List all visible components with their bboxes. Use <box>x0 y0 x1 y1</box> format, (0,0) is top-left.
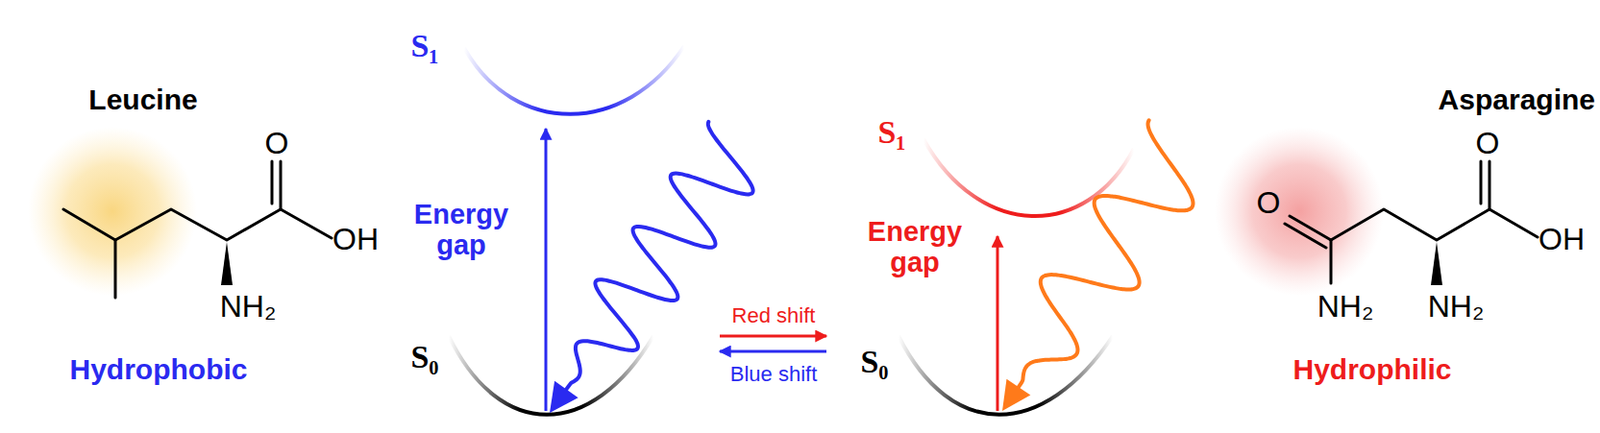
bond <box>279 161 283 210</box>
atom-label: NH₂ <box>1317 290 1375 324</box>
energy-gap-label: Energy gap <box>857 217 973 279</box>
shift-label: Blue shift <box>730 363 818 387</box>
property-label: Hydrophobic <box>70 353 248 386</box>
energy-gap-label: Energy gap <box>403 199 519 262</box>
atom-label: O <box>1256 186 1281 221</box>
atom-label: O <box>265 126 290 161</box>
absorption-arrow <box>544 128 548 412</box>
bond <box>1284 223 1327 248</box>
state-label: S₀ <box>410 339 439 375</box>
atom-label: O <box>1476 126 1501 161</box>
atom-label: NH₂ <box>1427 290 1485 324</box>
atom-label: OH <box>332 222 379 257</box>
wedge-bond <box>1430 242 1443 286</box>
asparagine-structure <box>1284 161 1538 284</box>
bond <box>114 240 118 298</box>
molecule-name: Asparagine <box>1438 83 1596 116</box>
bond <box>1289 216 1331 241</box>
bond <box>1488 161 1492 210</box>
bond <box>1329 240 1333 284</box>
s0-curve <box>898 336 1113 416</box>
blue-shift-arrow <box>719 350 827 354</box>
shift-label: Red shift <box>732 304 816 328</box>
property-label: Hydrophilic <box>1292 353 1452 386</box>
bond <box>1479 161 1483 204</box>
emission-wave <box>1018 120 1194 388</box>
state-label: S₀ <box>860 344 888 380</box>
atom-label: NH₂ <box>220 290 277 324</box>
bond <box>270 161 274 204</box>
hydrophilic-glow <box>1214 126 1384 296</box>
emission-wave <box>566 122 753 391</box>
s1-curve <box>464 46 685 115</box>
wedge-bond <box>221 242 233 286</box>
bond <box>1330 209 1538 241</box>
bond <box>63 209 332 241</box>
molecule-name: Leucine <box>88 83 197 116</box>
leucine-structure <box>63 161 332 298</box>
s1-curve <box>923 139 1134 217</box>
state-label: S₁ <box>410 27 439 64</box>
state-label: S₁ <box>877 114 906 150</box>
emission-arrowhead <box>549 381 579 414</box>
red-shift-arrow <box>719 335 827 339</box>
emission-arrowhead <box>1002 379 1031 412</box>
absorption-arrow <box>996 236 1000 412</box>
atom-label: OH <box>1538 222 1585 257</box>
